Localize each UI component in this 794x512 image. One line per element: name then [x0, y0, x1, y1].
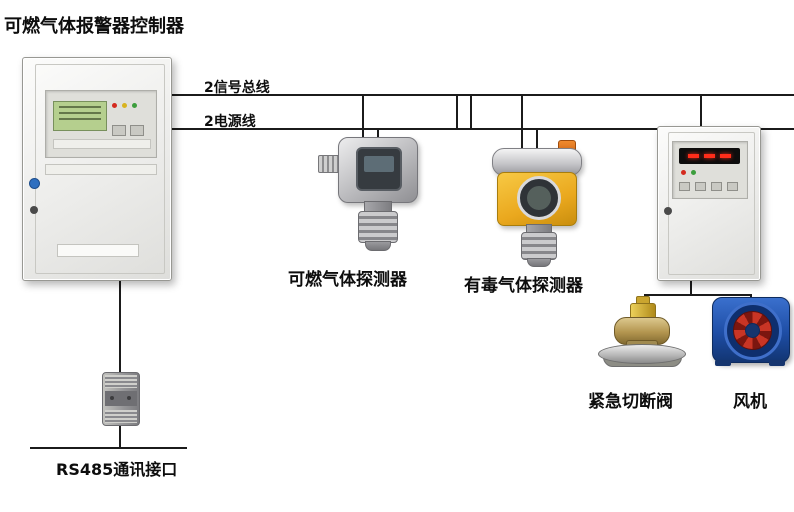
wire-drop-panel — [700, 94, 702, 127]
wire-rs485-baseline — [30, 447, 187, 449]
controller-legend-strip — [45, 164, 157, 175]
signal-bus-label: 2信号总线 — [204, 80, 270, 96]
controller-nameplate — [57, 244, 139, 257]
wire-drop-combustible-signal — [362, 94, 364, 139]
alarm-panel-button-1 — [679, 182, 690, 191]
wire-panel-branch — [644, 294, 752, 296]
alarm-panel-door-seam — [668, 132, 755, 275]
wire-controller-to-rs485 — [119, 279, 121, 373]
rs485-screw-right — [127, 396, 131, 400]
power-line-wire — [170, 128, 794, 130]
combustible-detector-sensor-tip — [365, 241, 391, 251]
wire-bridge-2 — [470, 94, 472, 130]
wire-drop-toxic-signal — [521, 94, 523, 152]
toxic-detector-sensor — [521, 232, 557, 260]
controller-label-strip — [53, 139, 151, 149]
alarm-panel-display-cluster — [672, 141, 748, 199]
rs485-module — [102, 372, 140, 426]
controller-led-red — [112, 103, 117, 108]
controller-lock-indicator — [29, 178, 40, 189]
toxic-detector-label: 有毒气体探测器 — [464, 276, 583, 296]
toxic-detector-display — [517, 176, 561, 220]
controller-led-green — [132, 103, 137, 108]
controller-button-2 — [130, 125, 144, 136]
alarm-panel-led-green — [691, 170, 696, 175]
valve-flange — [598, 344, 686, 364]
combustible-detector-sensor — [358, 211, 398, 243]
rs485-band — [105, 391, 137, 406]
alarm-panel-led-red — [681, 170, 686, 175]
fan-foot-right — [769, 360, 785, 366]
controller-display-cluster — [45, 90, 157, 158]
alarm-panel-unit — [657, 126, 761, 281]
alarm-panel-keyhole-icon — [664, 207, 672, 215]
alarm-panel-button-3 — [711, 182, 722, 191]
rs485-rib-top — [105, 375, 137, 388]
controller-button-1 — [112, 125, 126, 136]
valve-label: 紧急切断阀 — [588, 392, 673, 412]
fan-label: 风机 — [733, 392, 767, 412]
fan-foot-left — [715, 360, 731, 366]
signal-bus-wire — [170, 94, 794, 96]
power-line-label: 2电源线 — [204, 114, 256, 130]
wire-drop-combustible-power — [377, 128, 379, 139]
controller-unit — [22, 57, 172, 281]
wire-panel-down — [690, 279, 692, 295]
rs485-label: RS485通讯接口 — [56, 460, 178, 479]
controller-door-seam — [35, 64, 165, 274]
controller-led-yellow — [122, 103, 127, 108]
wire-bridge-1 — [456, 94, 458, 130]
controller-lcd-screen — [53, 101, 107, 131]
rs485-rib-bottom — [105, 410, 137, 423]
wire-rs485-down — [119, 423, 121, 448]
fan-hub — [745, 323, 760, 338]
toxic-detector-sensor-tip — [527, 258, 551, 267]
combustible-detector-label: 可燃气体探测器 — [288, 270, 407, 290]
diagram-title: 可燃气体报警器控制器 — [4, 16, 184, 37]
wire-drop-toxic-power — [536, 128, 538, 152]
controller-keyhole-icon — [30, 206, 38, 214]
alarm-panel-led-display — [679, 148, 740, 164]
alarm-panel-button-4 — [727, 182, 738, 191]
combustible-detector-display — [356, 147, 402, 191]
alarm-panel-button-2 — [695, 182, 706, 191]
rs485-screw-left — [110, 396, 114, 400]
